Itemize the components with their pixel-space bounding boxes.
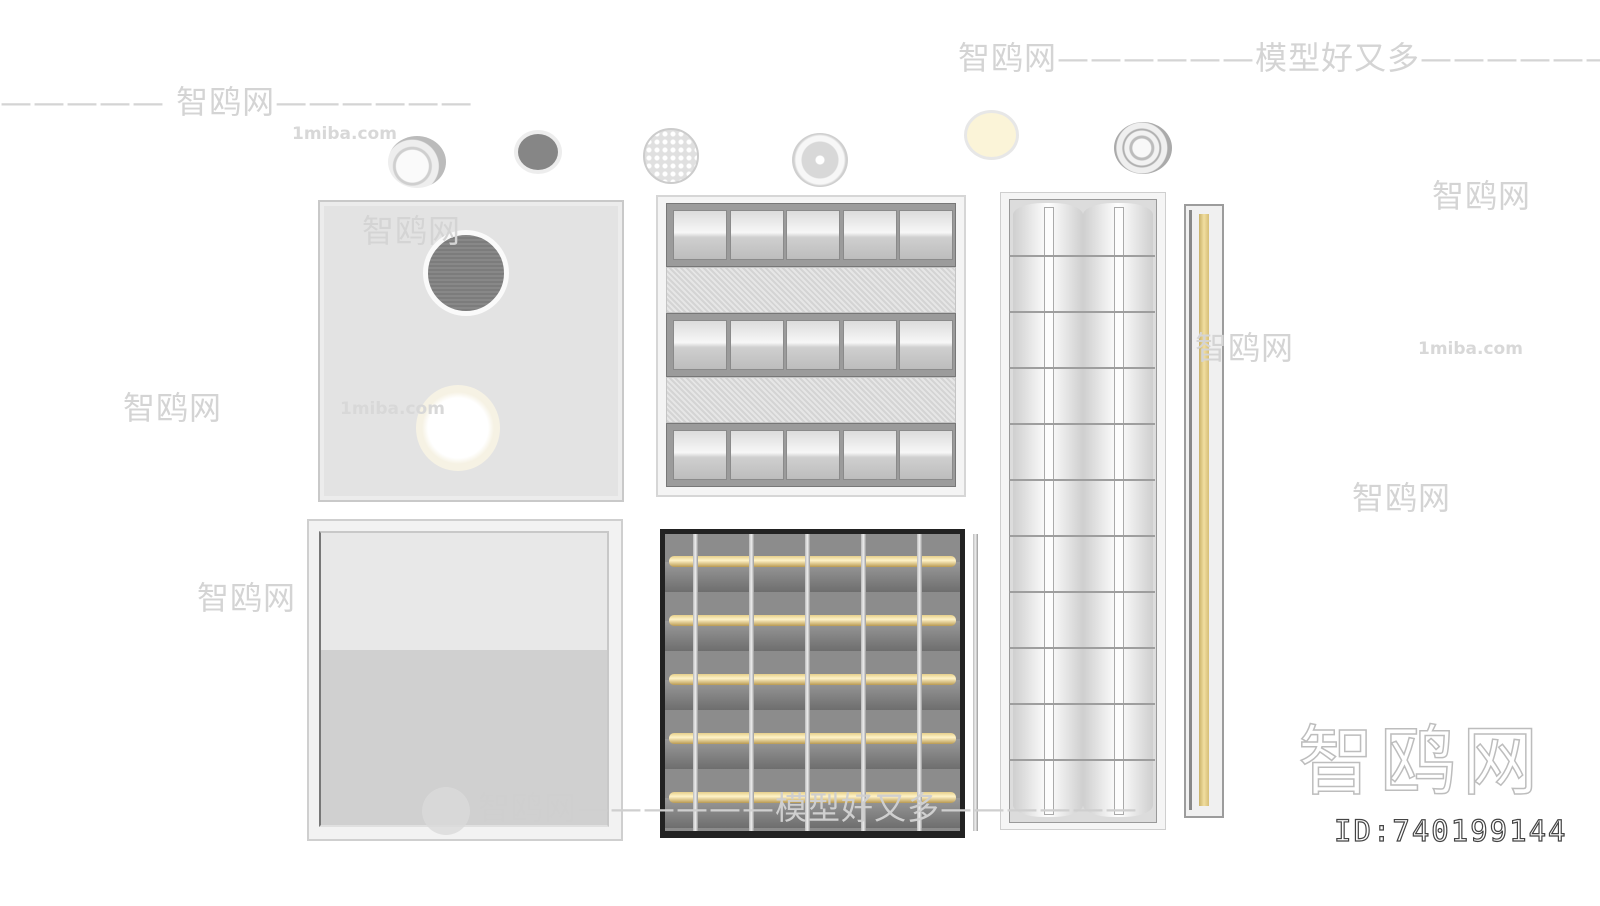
smoke-detector: [388, 136, 446, 188]
grille-cell: [842, 430, 897, 480]
panel-inner-frame: [319, 531, 609, 827]
louver-divider: [861, 534, 866, 831]
gold-tube: [669, 556, 956, 567]
round-speaker: [514, 130, 562, 174]
gold-tube: [669, 674, 956, 685]
louver-slat: [1009, 703, 1155, 705]
panel-downlight: [416, 385, 500, 471]
watermark-logo-icon: [422, 787, 470, 835]
grille-cell: [673, 320, 727, 370]
round-grille-vent: [643, 128, 699, 184]
louver-band: [665, 562, 960, 592]
louver-slat: [1009, 311, 1155, 313]
grille-cell: [899, 430, 953, 480]
watermark-slogan-top: 智鸥网——————模型好又多——————: [958, 39, 1600, 77]
louver-slat: [1009, 647, 1155, 649]
louver-divider: [917, 534, 922, 831]
watermark-brand-large: 智鸥网: [1297, 717, 1544, 806]
watermark-brand-left3: 智鸥网: [197, 579, 297, 617]
perforated-band: [666, 377, 956, 423]
louver-interior: [665, 534, 978, 831]
louver-band: [665, 680, 960, 710]
watermark-brand-panel: 智鸥网: [362, 212, 462, 250]
watermark-site-left2: 1miba.com: [340, 399, 445, 419]
ceiling-panel-with-speaker-and-light: [318, 200, 624, 502]
louver-band: [665, 798, 960, 828]
watermark-brand-right2: 智鸥网: [1352, 479, 1452, 517]
grille-cell: [786, 430, 840, 480]
louver-divider: [805, 534, 810, 831]
fluorescent-tube: [1044, 207, 1054, 815]
louver-divider: [693, 534, 698, 831]
watermark-brand-right: 智鸥网: [1432, 177, 1532, 215]
louver-slat: [1009, 367, 1155, 369]
grille-cell: [673, 430, 727, 480]
grille-cell: [729, 320, 784, 370]
grille-row: [666, 313, 956, 377]
louver-slat: [1009, 535, 1155, 537]
watermark-brand-mid: 智鸥网: [1195, 329, 1295, 367]
watermark-site: 1miba.com: [292, 124, 397, 144]
grille-cell: [842, 320, 897, 370]
single-fluorescent-tube: [1184, 204, 1224, 818]
louver-slat: [1009, 479, 1155, 481]
louver-slat: [1009, 423, 1155, 425]
three-row-grille-troffer: [656, 195, 966, 497]
round-downlight: [964, 110, 1019, 160]
louver-band: [665, 621, 960, 651]
louver-slat: [1009, 255, 1155, 257]
dark-grid-louver-light: [660, 529, 978, 838]
grille-cell: [899, 210, 953, 260]
louver-band: [665, 739, 960, 769]
double-tube-troffer: [1000, 192, 1166, 830]
grille-cell: [786, 210, 840, 260]
grille-cell: [673, 210, 727, 260]
louver-slat: [1009, 759, 1155, 761]
watermark-slogan-bottom: 智鸥网——————模型好又多——————: [478, 789, 1139, 827]
watermark-brand-left2: 智鸥网: [123, 389, 223, 427]
louver-divider: [973, 534, 978, 831]
model-id-label: ID:740199144: [1333, 813, 1568, 848]
grille-cell: [786, 320, 840, 370]
gold-tube: [669, 615, 956, 626]
louver-slat: [1009, 591, 1155, 593]
gold-tube: [669, 733, 956, 744]
perforated-band: [666, 267, 956, 313]
grille-row: [666, 423, 956, 487]
gold-tube: [669, 792, 956, 803]
tube-glow: [1199, 214, 1209, 806]
round-swirl-diffuser: [792, 133, 848, 187]
panel-speaker: [423, 230, 509, 316]
grille-cell: [729, 430, 784, 480]
fluorescent-tube: [1114, 207, 1124, 815]
watermark-brand-left: ————— 智鸥网——————: [0, 83, 474, 121]
louver-divider: [749, 534, 754, 831]
grille-cell: [729, 210, 784, 260]
watermark-site-right: 1miba.com: [1418, 339, 1523, 359]
grille-cell: [842, 210, 897, 260]
tube-edge: [1189, 210, 1192, 810]
grille-row: [666, 203, 956, 267]
round-spot-light: [1114, 122, 1172, 174]
grille-cell: [899, 320, 953, 370]
